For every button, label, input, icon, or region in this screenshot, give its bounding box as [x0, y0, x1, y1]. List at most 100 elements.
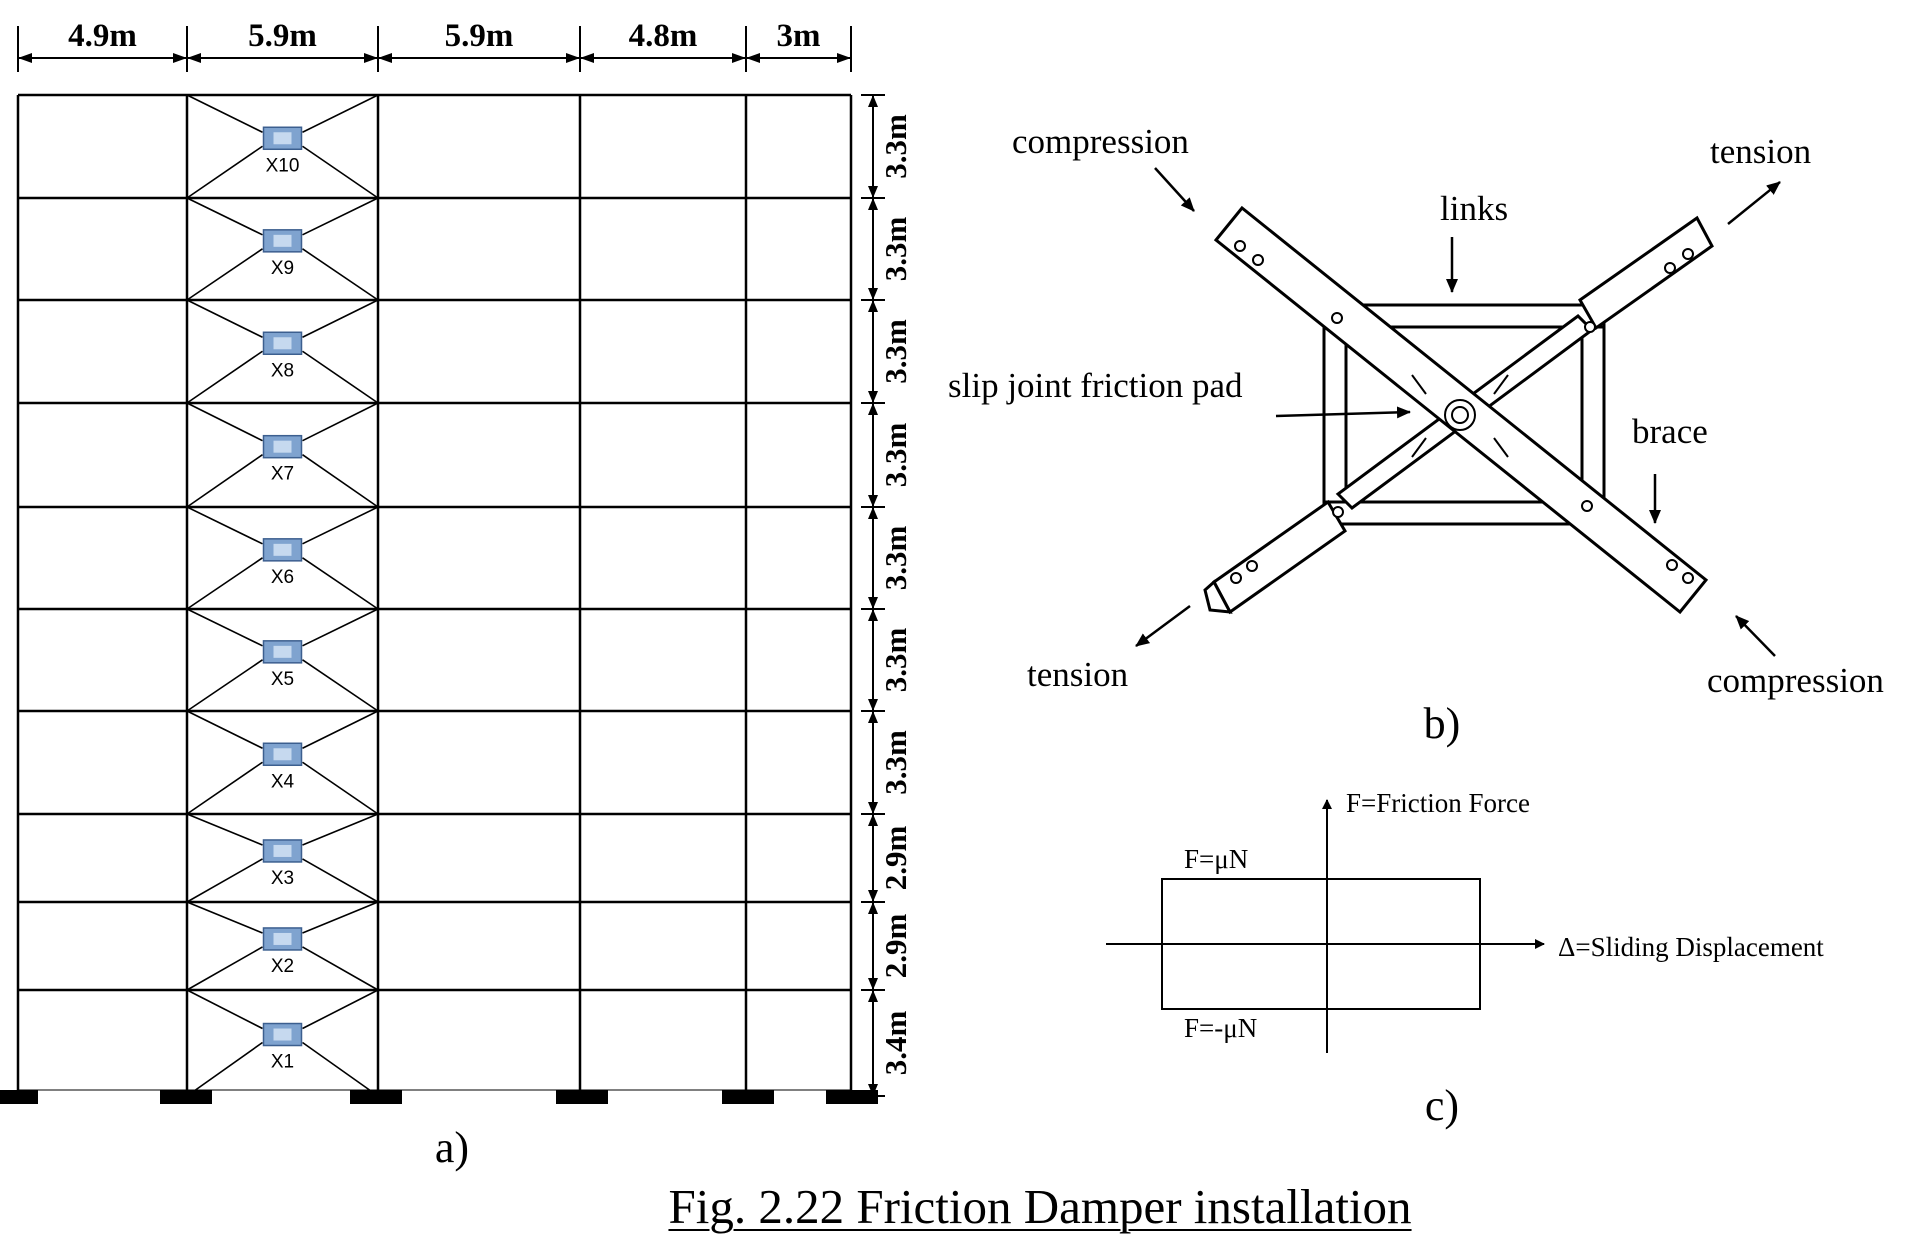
brace-line: [186, 145, 263, 199]
fixed-support: [826, 1090, 878, 1104]
storey-dimension-arrow: [868, 597, 878, 609]
storey-dimension-arrow: [868, 814, 878, 826]
damper-label: X10: [266, 155, 300, 176]
fixed-support: [0, 1090, 38, 1104]
damper-panel-label: b): [1424, 699, 1461, 748]
frame-panel-label: a): [435, 1123, 469, 1172]
brace-line: [302, 248, 379, 301]
storey-dimension-label: 2.9m: [878, 914, 913, 979]
brace-line: [302, 901, 379, 934]
negative-friction-label: F=-μN: [1184, 1013, 1257, 1043]
bay-dimension-label: 5.9m: [445, 18, 514, 54]
figure-caption-text: Fig. 2.22 Friction Damper installation: [668, 1179, 1412, 1234]
pad-arrow: [1275, 406, 1411, 419]
storey-dimension-arrow: [868, 902, 878, 914]
links-label: links: [1440, 189, 1508, 228]
brace-line: [186, 506, 263, 545]
bay-dimension-arrow: [580, 53, 594, 63]
frame-grid: [16, 93, 853, 1096]
storey-dimension-arrow: [868, 300, 878, 312]
damper-label: X7: [271, 464, 294, 485]
brace-line: [186, 197, 263, 236]
brace-line: [186, 901, 263, 934]
brace-line: [302, 506, 379, 545]
brace-line: [186, 813, 263, 846]
friction-damper-plate: [273, 844, 292, 857]
storey-dimension-label: 3.3m: [878, 319, 913, 384]
upper-tension-brace: [1578, 215, 1714, 331]
bay-dimension-arrow: [746, 53, 760, 63]
friction-damper-plate: [273, 748, 292, 761]
hysteresis-panel-label: c): [1425, 1081, 1459, 1130]
friction-damper-plate: [273, 440, 292, 453]
tension-label-bottom: tension: [1027, 655, 1128, 694]
force-axis-label: F=Friction Force: [1346, 788, 1530, 818]
main-brace: [1213, 205, 1709, 615]
storey-dimension-line: 3.3m3.3m3.3m3.3m3.3m3.3m3.3m2.9m2.9m3.4m: [861, 94, 913, 1097]
tension-arrow-bottom: [1135, 604, 1191, 648]
brace-line: [186, 454, 263, 508]
lower-tension-brace: [1203, 499, 1347, 615]
storey-dimension-arrow: [868, 978, 878, 990]
friction-damper-plate: [273, 1028, 292, 1041]
bay-dimension-arrow: [732, 53, 746, 63]
bay-dimension-arrow: [364, 53, 378, 63]
brace-line: [186, 350, 263, 404]
brace-line: [186, 858, 263, 903]
friction-damper-plate: [273, 234, 292, 247]
compression-arrow-bottom: [1735, 615, 1776, 657]
brace-line: [186, 608, 263, 647]
storey-dimension-arrow: [868, 507, 878, 519]
bay-dimension-arrow: [566, 53, 580, 63]
hysteresis-loop: F=Friction Force Δ=Sliding Displacement …: [1106, 788, 1824, 1130]
positive-friction-label: F=μN: [1184, 844, 1248, 874]
brace-line: [186, 946, 263, 991]
brace-line: [302, 813, 379, 846]
brace-line: [302, 299, 379, 338]
brace-line: [186, 989, 263, 1030]
brace-line: [302, 946, 379, 991]
storey-dimension-label: 3.3m: [878, 423, 913, 488]
figure-caption: Fig. 2.22 Friction Damper installation: [0, 1178, 1931, 1235]
bay-dimension-arrow: [173, 53, 187, 63]
brace-label: brace: [1632, 412, 1708, 451]
storey-dimension-label: 3.3m: [878, 217, 913, 282]
friction-damper-plate: [273, 543, 292, 556]
bay-dimension-arrow: [837, 53, 851, 63]
brace-line: [186, 299, 263, 338]
bay-dimension-arrow: [18, 53, 32, 63]
storey-dimension-arrow: [868, 95, 878, 107]
brace-line: [302, 94, 379, 133]
bay-dimension-label: 4.9m: [68, 18, 137, 54]
brace-line: [302, 608, 379, 647]
bolt-holes: [1230, 240, 1694, 584]
force-arrows: [1135, 167, 1781, 657]
fixed-support: [160, 1090, 212, 1104]
compression-label-top: compression: [1012, 122, 1189, 161]
damper-label: X3: [271, 868, 294, 889]
brace-line: [186, 94, 263, 133]
storey-dimension-label: 3.4m: [878, 1011, 913, 1076]
damper-label: X1: [271, 1052, 294, 1073]
damper-label: X8: [271, 360, 294, 381]
brace-line: [302, 197, 379, 236]
storey-dimension-arrow: [868, 391, 878, 403]
storey-dimension-label: 3.3m: [878, 730, 913, 795]
storey-dimension-arrow: [868, 990, 878, 1002]
damper-label: X4: [271, 771, 295, 792]
bay-dimension-arrow: [187, 53, 201, 63]
pad-label: slip joint friction pad: [948, 366, 1243, 405]
storey-dimension-arrow: [868, 699, 878, 711]
storey-dimension-label: 3.3m: [878, 526, 913, 591]
brace-line: [186, 248, 263, 301]
fixed-support: [556, 1090, 608, 1104]
damper-label: X9: [271, 258, 294, 279]
bay-dimension-arrow: [378, 53, 392, 63]
friction-damper-plate: [273, 932, 292, 945]
friction-damper-detail: compression tension links slip joint fri…: [948, 122, 1884, 748]
brace-line: [302, 402, 379, 442]
compression-arrow-top: [1154, 167, 1195, 212]
fixed-support: [350, 1090, 402, 1104]
storey-dimension-arrow: [868, 288, 878, 300]
